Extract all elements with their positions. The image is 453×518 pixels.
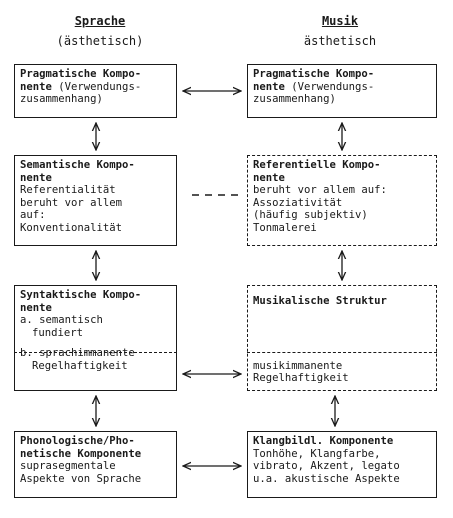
sprache-syntactic-box: Syntaktische Kompo- nente a. semantisch … [14, 285, 177, 391]
sprache-semantic-text-4: Konventionalität [20, 221, 123, 234]
musik-sound-box: Klangbildl. Komponente Tonhöhe, Klangfar… [247, 431, 437, 498]
sprache-semantic-text-2: beruht vor allem [20, 196, 123, 209]
sprache-phonological-text-1: suprasegmentale [20, 460, 116, 473]
sprache-syntactic-b-2: Regelhaftigkeit [32, 359, 128, 372]
sprache-phonological-box: Phonologische/Pho- netische Komponente s… [14, 431, 177, 498]
sprache-pragmatic-text-2: zusammenhang) [20, 93, 103, 106]
musik-sound-text-1: Tonhöhe, Klangfarbe, [253, 447, 381, 460]
sprache-phonological-title-2: netische Komponente [20, 447, 142, 460]
musik-pragmatic-box: Pragmatische Kompo- nente (Verwendungs- … [247, 64, 437, 118]
sprache-semantic-text-1: Referentialität [20, 184, 116, 197]
musik-pragmatic-text: (Verwendungs- [291, 80, 375, 93]
sprache-syntactic-a: a. semantisch [20, 314, 103, 327]
musik-pragmatic-title-2: nente [253, 80, 285, 93]
musik-header: Musik ästhetisch [280, 14, 400, 48]
musik-pragmatic-text-2: zusammenhang) [253, 93, 336, 106]
sprache-semantic-title-2: nente [20, 171, 52, 184]
musik-sound-text-2: vibrato, Akzent, legato [253, 460, 400, 473]
musik-structure-box: Musikalische Struktur musikimmanente Reg… [247, 285, 437, 391]
sprache-title: Sprache [74, 14, 126, 28]
musik-structure-text-2: Regelhaftigkeit [253, 372, 349, 385]
sprache-pragmatic-title: Pragmatische Kompo- [20, 68, 142, 80]
musik-referential-text-1: beruht vor allem auf: [253, 184, 387, 197]
sprache-syntactic-title-2: nente [20, 301, 52, 314]
musik-referential-text-4: Tonmalerei [253, 221, 317, 234]
sprache-pragmatic-text: (Verwendungs- [58, 80, 142, 93]
musik-structure-text-1: musikimmanente [253, 359, 343, 372]
sprache-subtitle: (ästhetisch) [56, 34, 144, 48]
musik-subtitle: ästhetisch [303, 34, 377, 48]
musik-sound-text-3: u.a. akustische Aspekte [253, 472, 400, 485]
musik-sound-title: Klangbildl. Komponente [253, 435, 394, 447]
sprache-pragmatic-box: Pragmatische Kompo- nente (Verwendungs- … [14, 64, 177, 118]
sprache-pragmatic-title-2: nente [20, 80, 52, 93]
sprache-syntactic-title: Syntaktische Kompo- [20, 289, 142, 301]
sprache-phonological-text-2: Aspekte von Sprache [20, 472, 142, 485]
sprache-syntactic-a-2: fundiert [32, 326, 84, 339]
sprache-phonological-title: Phonologische/Pho- [20, 435, 135, 447]
sprache-syntactic-b: b. sprachimmanente [20, 347, 135, 360]
musik-structure-title: Musikalische Struktur [253, 295, 387, 307]
sprache-header: Sprache (ästhetisch) [40, 14, 160, 48]
sprache-semantic-text-3: auf: [20, 209, 46, 222]
sprache-semantic-box: Semantische Kompo- nente Referentialität… [14, 155, 177, 246]
musik-referential-title: Referentielle Kompo- [253, 159, 381, 171]
musik-title: Musik [321, 14, 359, 28]
musik-pragmatic-title: Pragmatische Kompo- [253, 68, 375, 80]
musik-referential-text-2: Assoziativität [253, 196, 343, 209]
sprache-syntactic-divider [14, 352, 177, 353]
sprache-semantic-title: Semantische Kompo- [20, 159, 135, 171]
musik-referential-text-3: (häufig subjektiv) [253, 209, 368, 222]
musik-referential-box: Referentielle Kompo- nente beruht vor al… [247, 155, 437, 246]
musik-referential-title-2: nente [253, 171, 285, 184]
musik-structure-divider [247, 352, 437, 353]
